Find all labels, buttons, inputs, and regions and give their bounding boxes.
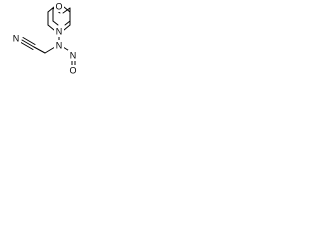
amine-nitrogen-label: N	[56, 41, 63, 51]
bond-ring-top-right	[63, 6, 71, 13]
bond-amineN-ch2	[44, 46, 56, 54]
molecule-diagram: O N N N O N	[0, 0, 92, 78]
bond-triple-1	[21, 39, 35, 48]
structure-svg: O N N N O N	[11, 1, 78, 76]
bond-triple-3	[20, 42, 34, 50]
bond-ringO-upper-right	[62, 7, 71, 14]
nitroso-nitrogen-label: N	[70, 51, 77, 61]
bond-ch2-c	[33, 46, 46, 54]
bond-ring-top-left	[47, 6, 55, 13]
ring-oxygen-label: O	[55, 2, 62, 12]
ring-nitrogen-label: N	[56, 27, 63, 37]
bond-ring-bottom-left	[47, 24, 55, 31]
bond-ring-bottom-right	[63, 24, 71, 31]
bond-ringN-left	[52, 20, 59, 26]
nitroso-oxygen-label: O	[69, 66, 76, 76]
bond-triple-2	[22, 37, 36, 45]
bond-ringN-right	[64, 20, 71, 26]
nitrile-nitrogen-label: N	[13, 34, 20, 44]
